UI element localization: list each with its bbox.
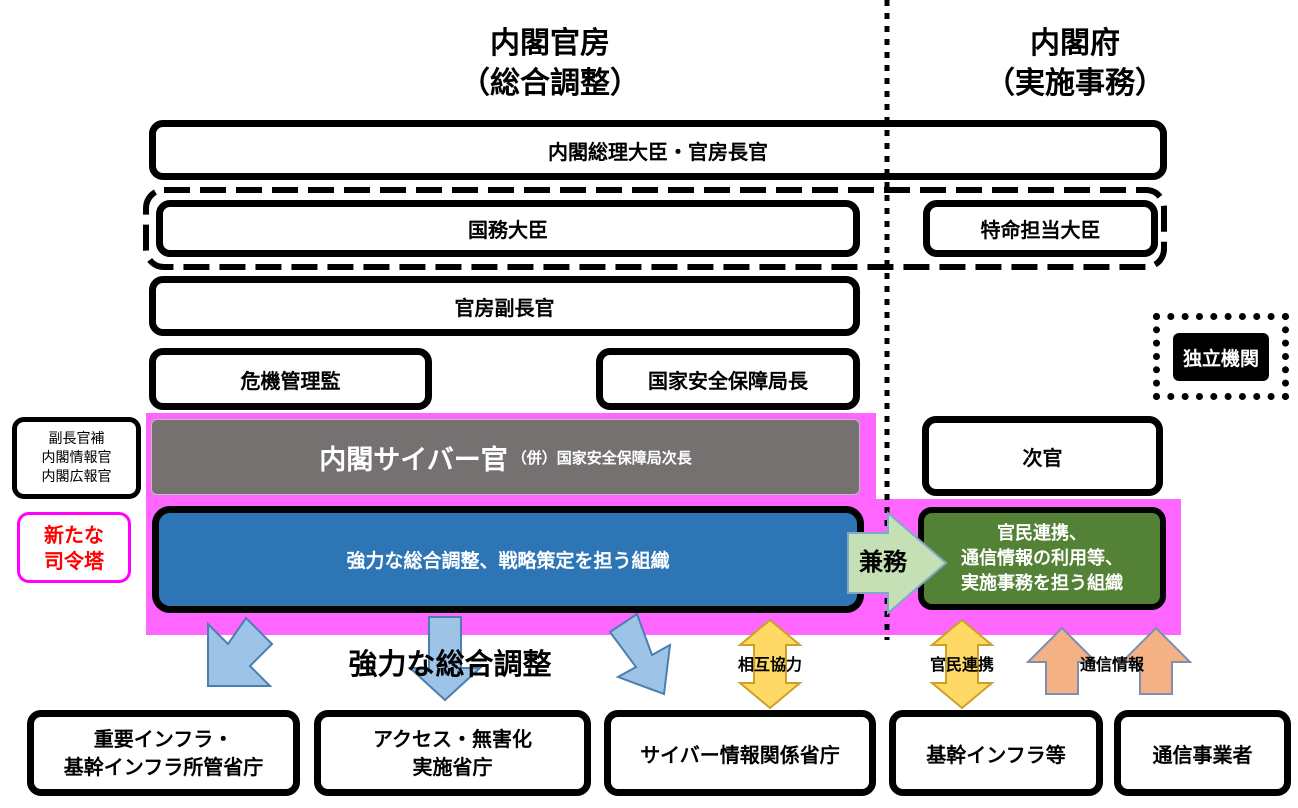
nsa-director-label: 国家安全保障局長 <box>648 368 808 393</box>
core-infra-label: 基幹インフラ等 <box>926 742 1066 767</box>
header-right-title: 内閣府 <box>1030 26 1120 61</box>
cyber-officer-subtitle: （併）国家安全保障局次長 <box>511 448 692 467</box>
assistant-officers-box: 副長官補 内閣情報官 内閣広報官 <box>12 417 141 499</box>
mutual-cooperation-arrow <box>737 618 803 710</box>
access-neutralization-label: アクセス・無害化 実施省庁 <box>373 727 532 779</box>
pm-chief-cabinet-secretary-box: 内閣総理大臣・官房長官 <box>149 120 1167 180</box>
cyber-officer-title: 内閣サイバー官 <box>319 444 508 476</box>
vice-minister-label: 次官 <box>1022 445 1063 470</box>
assistant-officers-label: 副長官補 内閣情報官 内閣広報官 <box>41 430 112 485</box>
header-right-subtitle: （実施事務） <box>985 66 1165 101</box>
coordination-arrow-center <box>407 616 483 702</box>
telecom-operators-box: 通信事業者 <box>1114 710 1291 796</box>
crisis-management-box: 危機管理監 <box>149 348 432 410</box>
access-neutralization-box: アクセス・無害化 実施省庁 <box>314 710 591 796</box>
state-minister-label: 国務大臣 <box>468 218 548 242</box>
special-minister-box: 特命担当大臣 <box>923 200 1158 257</box>
coordination-arrow-right <box>608 612 672 696</box>
mutual-cooperation-label: 相互協力 <box>737 655 802 674</box>
state-minister-box: 国務大臣 <box>156 200 860 257</box>
cyber-info-ministries-box: サイバー情報関係省庁 <box>604 710 876 796</box>
vice-minister-box: 次官 <box>922 416 1163 496</box>
header-left-title: 内閣官房 <box>490 26 610 61</box>
concurrent-post-label: 兼務 <box>859 548 907 576</box>
independent-agency-inner: 独立機関 <box>1173 333 1269 381</box>
infra-ministries-label: 重要インフラ・ 基幹インフラ所管省庁 <box>63 727 264 779</box>
strategy-coordination-org-label: 強力な総合調整、戦略策定を担う組織 <box>346 550 670 572</box>
core-infra-box: 基幹インフラ等 <box>889 710 1103 796</box>
command-tower-callout: 新たな 司令塔 <box>17 512 131 583</box>
infra-ministries-box: 重要インフラ・ 基幹インフラ所管省庁 <box>27 710 300 796</box>
telecom-operators-label: 通信事業者 <box>1152 742 1253 767</box>
independent-agency-label: 独立機関 <box>1182 347 1259 370</box>
implementation-org-label: 官民連携、 通信情報の利用等、 実施事務を担う組織 <box>961 523 1123 594</box>
header-right: 内閣府 （実施事務） <box>950 24 1200 104</box>
public-private-arrow <box>929 618 995 710</box>
strategy-coordination-org-box: 強力な総合調整、戦略策定を担う組織 <box>152 506 864 613</box>
strong-coordination-label: 強力な総合調整 <box>348 647 552 681</box>
independent-agency-box: 独立機関 <box>1153 313 1289 400</box>
comm-info-arrow-left <box>1025 626 1099 695</box>
command-tower-label: 新たな 司令塔 <box>44 522 104 573</box>
deputy-chief-box: 官房副長官 <box>149 276 860 336</box>
coordination-arrow-left <box>207 616 274 687</box>
minister-group-dashed-border <box>143 187 1167 270</box>
deputy-chief-label: 官房副長官 <box>454 295 555 320</box>
crisis-management-label: 危機管理監 <box>240 368 341 393</box>
cyber-info-ministries-label: サイバー情報関係省庁 <box>640 742 840 767</box>
header-left: 内閣官房 （総合調整） <box>400 24 700 104</box>
pm-box-label: 内閣総理大臣・官房長官 <box>548 139 768 164</box>
public-private-label: 官民連携 <box>929 655 994 674</box>
nsa-director-box: 国家安全保障局長 <box>596 348 860 410</box>
cabinet-cyber-officer-box: 内閣サイバー官 （併）国家安全保障局次長 <box>151 419 860 495</box>
comm-info-arrow-right <box>1119 626 1193 695</box>
special-minister-label: 特命担当大臣 <box>980 218 1101 242</box>
comm-info-label: 通信情報 <box>1079 655 1144 674</box>
concurrent-post-arrow <box>847 510 948 616</box>
header-left-subtitle: （総合調整） <box>460 66 640 101</box>
implementation-org-box: 官民連携、 通信情報の利用等、 実施事務を担う組織 <box>918 507 1166 610</box>
